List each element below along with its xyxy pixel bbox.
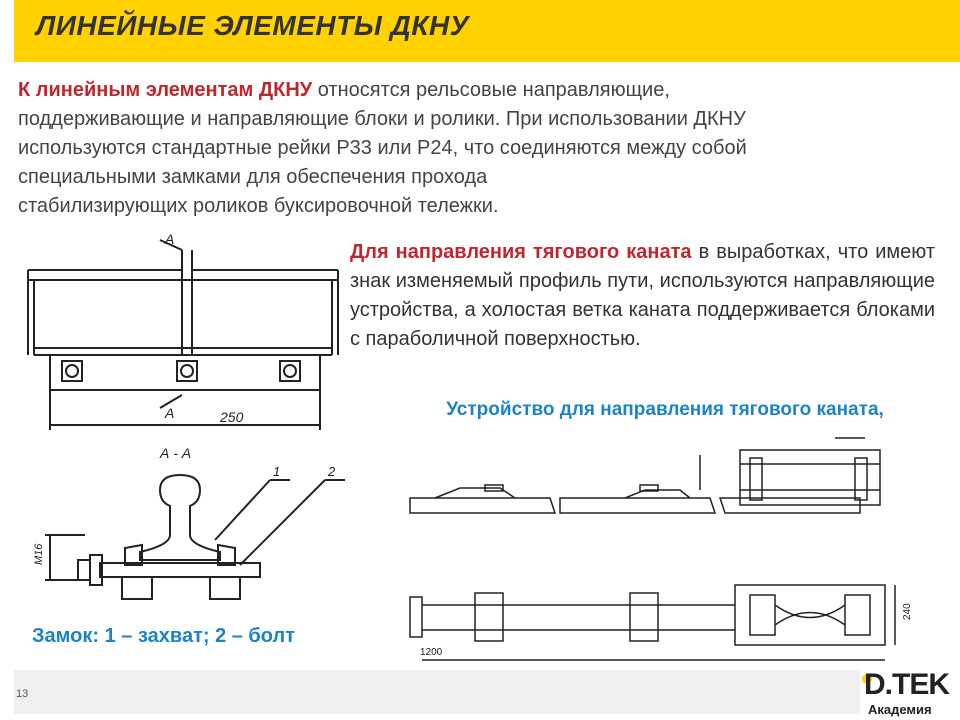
intro-paragraph: К линейным элементам ДКНУ относятся рель… bbox=[18, 76, 918, 221]
intro-line1: относятся рельсовые направляющие, bbox=[312, 79, 670, 101]
logo-wordmark: D.TEK bbox=[864, 668, 950, 701]
section-mark-bottom: А bbox=[164, 405, 174, 421]
section-title: А - А bbox=[159, 445, 191, 461]
guide-rest: в выработках, что имеют знак изменяемый … bbox=[350, 241, 935, 350]
footer-bar bbox=[14, 670, 860, 714]
guide-description: Для направления тягового каната в вырабо… bbox=[350, 238, 935, 354]
section-mark-top: А bbox=[164, 231, 174, 247]
intro-lead: К линейным элементам ДКНУ bbox=[18, 79, 313, 101]
lock-caption: Замок: 1 – захват; 2 – болт bbox=[32, 625, 296, 647]
intro-line5: стабилизирующих роликов буксировочной те… bbox=[18, 195, 499, 217]
intro-line4: специальными замками для обеспечения про… bbox=[18, 166, 488, 188]
rail-top-drawing: А А 250 bbox=[27, 231, 339, 430]
header-bar: ЛИНЕЙНЫЕ ЭЛЕМЕНТЫ ДКНУ bbox=[0, 0, 960, 62]
device-side-drawing: 1200 240 bbox=[409, 584, 913, 661]
guide-lead: Для направления тягового каната bbox=[350, 241, 692, 263]
callout-1: 1 bbox=[273, 464, 280, 479]
rail-length-dimension: 250 bbox=[219, 409, 244, 425]
device-top-drawing bbox=[409, 437, 881, 514]
callout-2: 2 bbox=[327, 464, 336, 479]
device-length-label: 1200 bbox=[420, 647, 443, 658]
intro-line2: поддерживающие и направляющие блоки и ро… bbox=[18, 108, 746, 130]
height-dimension: М16 bbox=[33, 543, 45, 565]
device-caption: Устройство для направления тягового кана… bbox=[446, 399, 884, 420]
intro-line3: используются стандартные рейки Р33 или Р… bbox=[18, 137, 747, 159]
device-height-label: 240 bbox=[902, 603, 913, 620]
rail-section-drawing: А - А 1 2 М16 bbox=[33, 445, 345, 600]
page-number: 13 bbox=[16, 688, 29, 700]
logo-subtitle: Академия bbox=[868, 702, 932, 717]
logo-dot-icon bbox=[862, 674, 872, 684]
slide-title: ЛИНЕЙНЫЕ ЭЛЕМЕНТЫ ДКНУ bbox=[36, 10, 470, 41]
company-logo: D.TEK Академия bbox=[862, 668, 952, 718]
